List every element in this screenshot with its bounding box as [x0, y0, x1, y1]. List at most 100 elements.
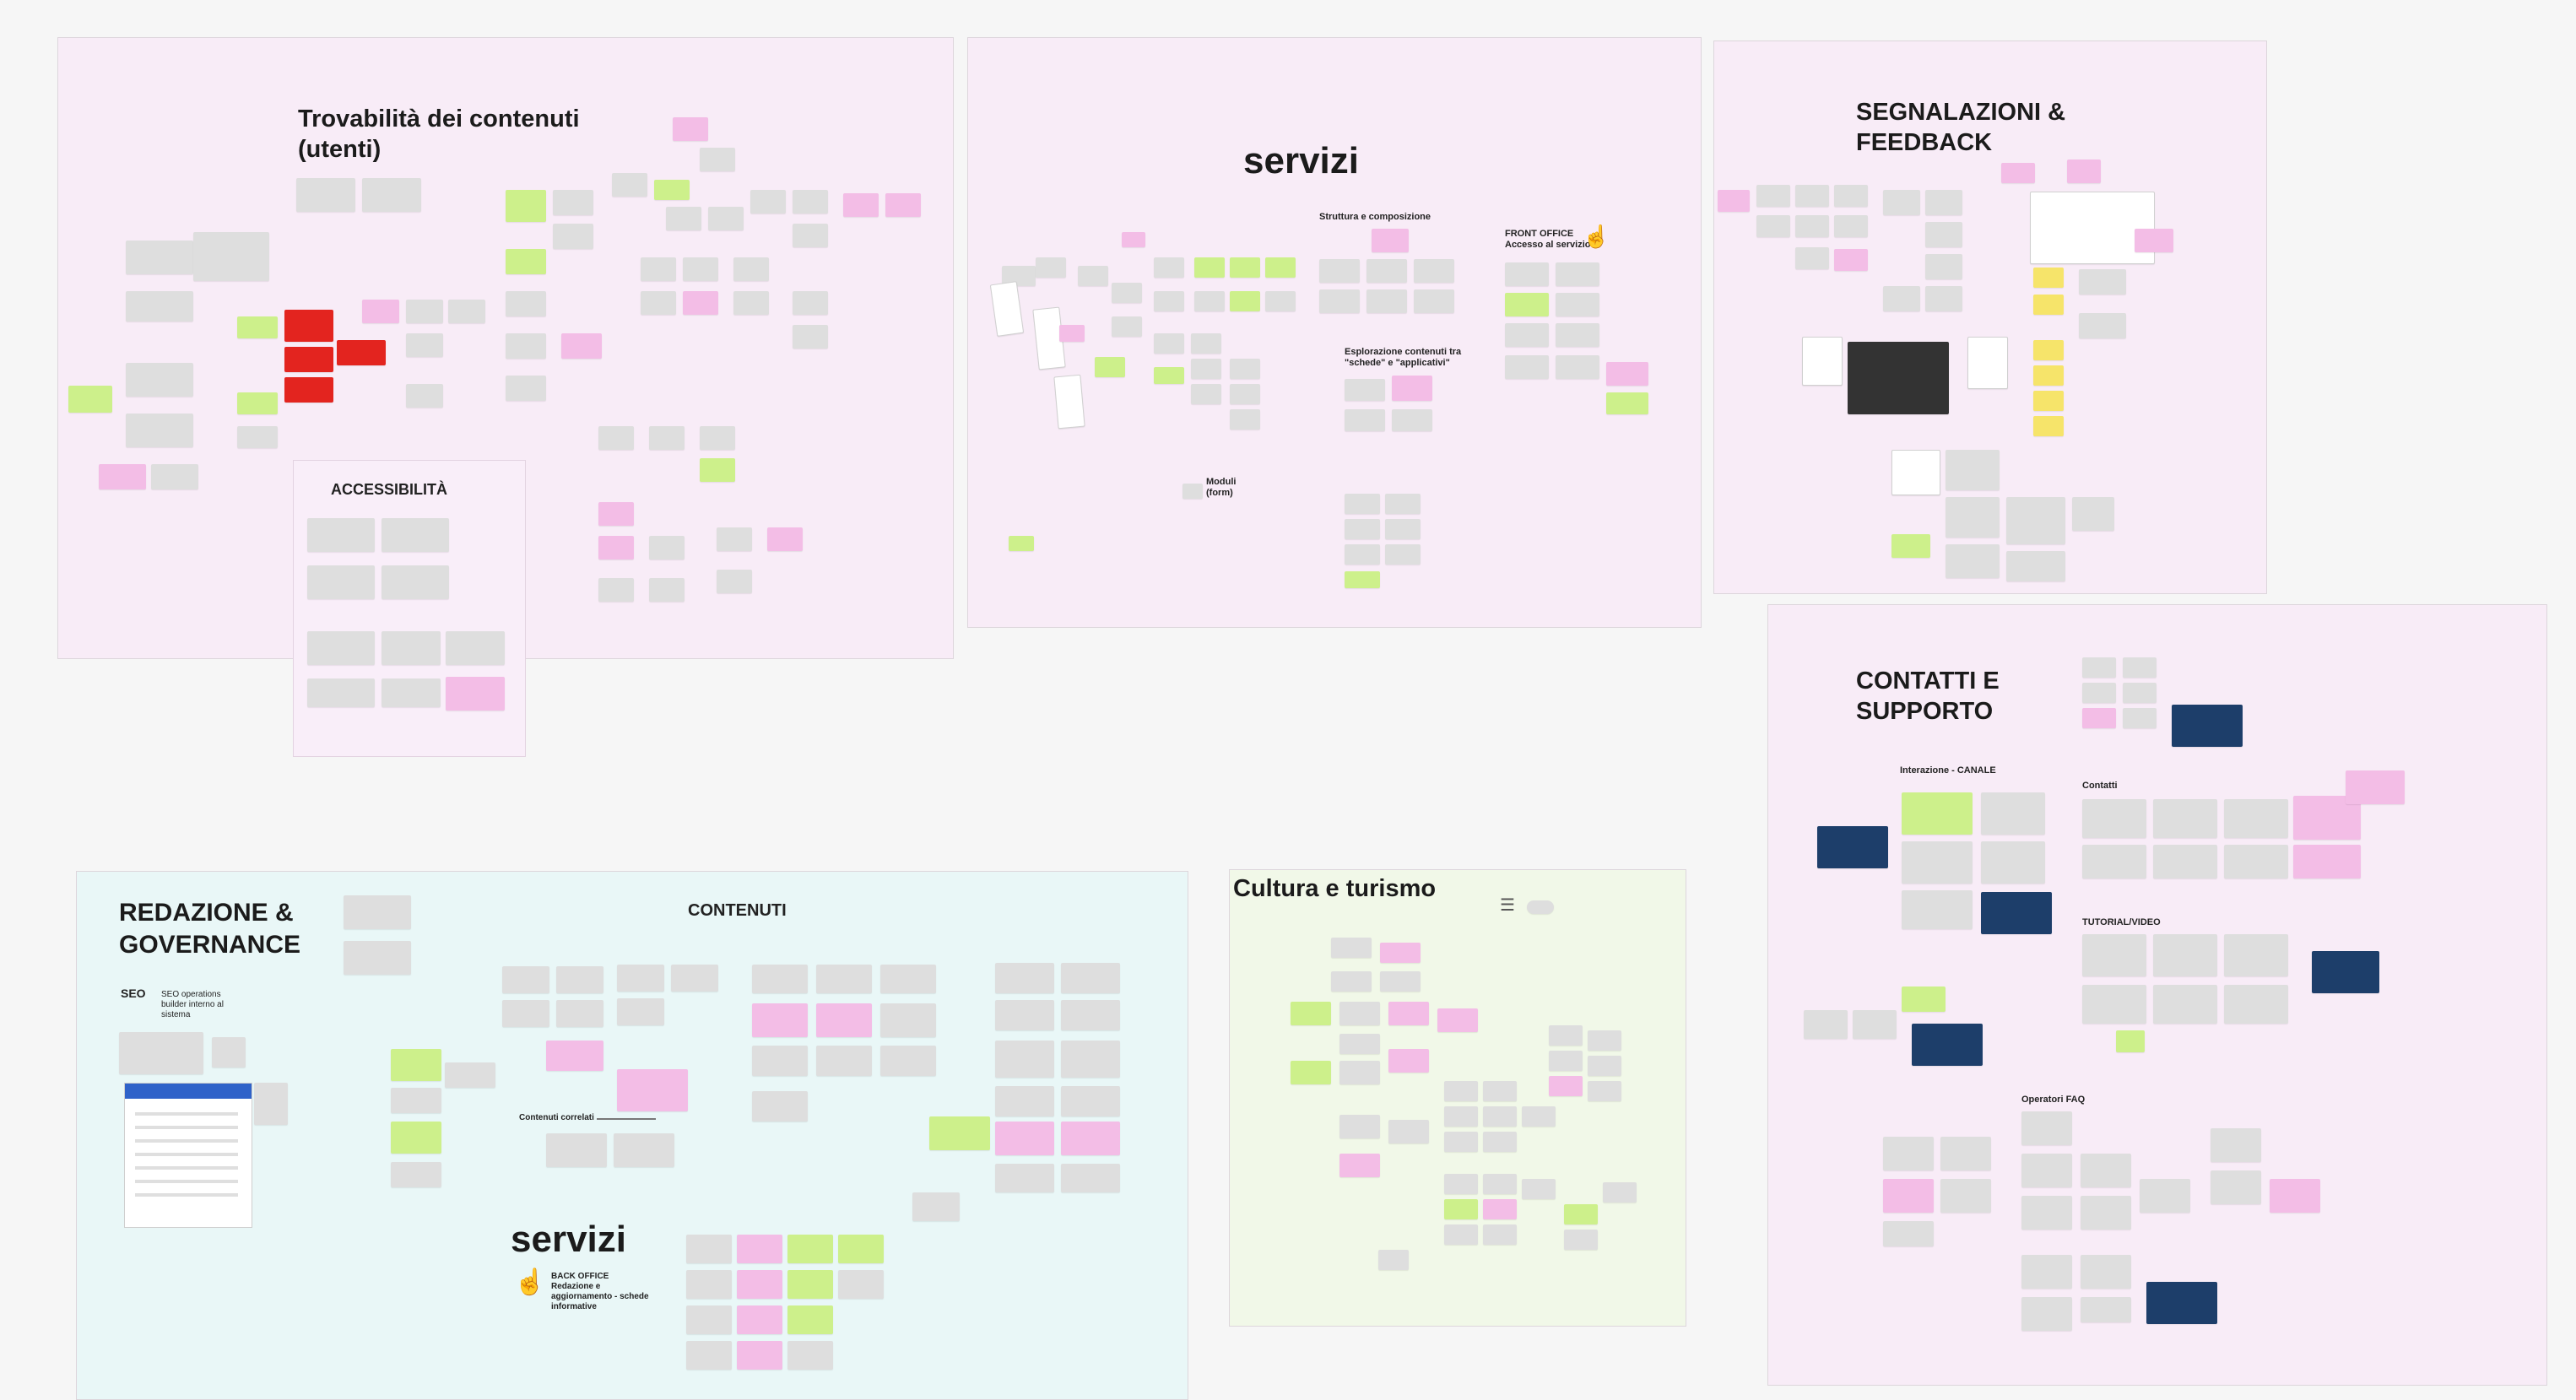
- sticky-note[interactable]: [1339, 1034, 1380, 1054]
- sticky-note[interactable]: [506, 376, 546, 401]
- sticky-note[interactable]: [1122, 232, 1145, 247]
- sticky-note[interactable]: [1925, 254, 1962, 279]
- sticky-note[interactable]: [1549, 1025, 1583, 1046]
- sticky-note[interactable]: [362, 300, 399, 323]
- sticky-note[interactable]: [649, 536, 685, 559]
- sticky-note[interactable]: [880, 965, 936, 993]
- sticky-note[interactable]: [1331, 938, 1372, 958]
- sticky-note[interactable]: [673, 117, 708, 141]
- sticky-note[interactable]: [1564, 1204, 1598, 1224]
- sticky-note[interactable]: [617, 1069, 688, 1111]
- sticky-note[interactable]: [671, 965, 718, 992]
- sticky-note[interactable]: [1606, 362, 1648, 386]
- sticky-note[interactable]: [237, 392, 278, 414]
- sticky-note[interactable]: [1588, 1056, 1621, 1076]
- sticky-note[interactable]: [1902, 792, 1973, 835]
- sticky-note[interactable]: [598, 536, 634, 559]
- sticky-note[interactable]: [506, 291, 546, 316]
- sticky-note[interactable]: [391, 1088, 441, 1113]
- sticky-note[interactable]: [2116, 1030, 2145, 1052]
- sticky-note[interactable]: [880, 1003, 936, 1037]
- sticky-note[interactable]: [737, 1305, 782, 1334]
- sticky-note[interactable]: [1883, 286, 1920, 311]
- sticky-note[interactable]: [126, 241, 193, 274]
- sticky-note[interactable]: [1505, 262, 1549, 286]
- sticky-note[interactable]: [1230, 359, 1260, 379]
- sticky-note[interactable]: [1061, 963, 1120, 993]
- sticky-note[interactable]: [1853, 1010, 1897, 1039]
- sticky-note[interactable]: [700, 426, 735, 450]
- sticky-note[interactable]: [1902, 986, 1946, 1012]
- sticky-note[interactable]: [708, 207, 744, 230]
- sticky-note[interactable]: [1981, 892, 2052, 934]
- sticky-note[interactable]: [1444, 1081, 1478, 1101]
- sticky-note[interactable]: [649, 426, 685, 450]
- sticky-note[interactable]: [793, 325, 828, 349]
- sticky-note[interactable]: [1053, 374, 1085, 430]
- sticky-note[interactable]: [1291, 1061, 1331, 1084]
- sticky-note[interactable]: [1891, 534, 1930, 558]
- sticky-note[interactable]: [614, 1133, 674, 1167]
- sticky-note[interactable]: [767, 527, 803, 551]
- sticky-note[interactable]: [1718, 190, 1750, 212]
- sticky-note[interactable]: [2140, 1179, 2190, 1213]
- sticky-note[interactable]: [1265, 291, 1296, 311]
- sticky-note[interactable]: [1527, 900, 1554, 914]
- sticky-note[interactable]: [1061, 1122, 1120, 1155]
- sticky-note[interactable]: [1925, 286, 1962, 311]
- sticky-note[interactable]: [2082, 985, 2146, 1024]
- sticky-note[interactable]: [995, 1086, 1054, 1116]
- sticky-note[interactable]: [561, 333, 602, 359]
- sticky-note[interactable]: [1444, 1174, 1478, 1194]
- sticky-note[interactable]: [2224, 845, 2288, 878]
- sticky-note[interactable]: [2224, 934, 2288, 976]
- sticky-note[interactable]: [362, 178, 421, 212]
- sticky-note[interactable]: [1603, 1182, 1637, 1203]
- sticky-note[interactable]: [1834, 249, 1868, 271]
- sticky-note[interactable]: [816, 965, 872, 993]
- sticky-note[interactable]: [2123, 683, 2157, 703]
- sticky-note[interactable]: [1883, 190, 1920, 215]
- sticky-note[interactable]: [1444, 1224, 1478, 1245]
- sticky-note[interactable]: [1549, 1051, 1583, 1071]
- sticky-note[interactable]: [1556, 355, 1599, 379]
- sticky-note[interactable]: [1817, 826, 1888, 868]
- sticky-note[interactable]: [2146, 1282, 2217, 1324]
- sticky-note[interactable]: [1444, 1132, 1478, 1152]
- sticky-note[interactable]: [1345, 494, 1380, 514]
- sticky-note[interactable]: [2270, 1179, 2320, 1213]
- sticky-note[interactable]: [1505, 293, 1549, 316]
- sticky-note[interactable]: [793, 190, 828, 214]
- sticky-note[interactable]: [1319, 289, 1360, 313]
- sticky-note[interactable]: [752, 1003, 808, 1037]
- sticky-note[interactable]: [2021, 1297, 2072, 1331]
- sticky-note[interactable]: [2001, 163, 2035, 183]
- sticky-note[interactable]: [296, 178, 355, 212]
- sticky-note[interactable]: [750, 190, 786, 214]
- sticky-note[interactable]: [2224, 799, 2288, 838]
- sticky-note[interactable]: [1549, 1076, 1583, 1096]
- sticky-note[interactable]: [733, 257, 769, 281]
- sticky-note[interactable]: [1505, 355, 1549, 379]
- sticky-note[interactable]: [1372, 229, 1409, 252]
- sticky-note[interactable]: [1385, 494, 1421, 514]
- sticky-note[interactable]: [506, 249, 546, 274]
- sticky-note[interactable]: [1078, 266, 1108, 286]
- sticky-note[interactable]: [1437, 1008, 1478, 1032]
- board-trovabilita[interactable]: Trovabilità dei contenuti (utenti): [57, 37, 954, 757]
- sticky-note[interactable]: [1483, 1174, 1517, 1194]
- sticky-note[interactable]: [1522, 1106, 1556, 1127]
- sticky-note[interactable]: [254, 1083, 288, 1125]
- sticky-note[interactable]: [99, 464, 146, 489]
- sticky-note[interactable]: [1444, 1199, 1478, 1219]
- sticky-note[interactable]: [2123, 708, 2157, 728]
- sticky-note[interactable]: [737, 1270, 782, 1299]
- sticky-note[interactable]: [1946, 497, 2000, 538]
- sticky-note[interactable]: [1191, 333, 1221, 354]
- sticky-note[interactable]: [1230, 384, 1260, 404]
- sticky-note[interactable]: [649, 578, 685, 602]
- sticky-note[interactable]: [1230, 291, 1260, 311]
- sticky-note[interactable]: [1940, 1137, 1991, 1170]
- sticky-note[interactable]: [506, 333, 546, 359]
- sticky-note[interactable]: [448, 300, 485, 323]
